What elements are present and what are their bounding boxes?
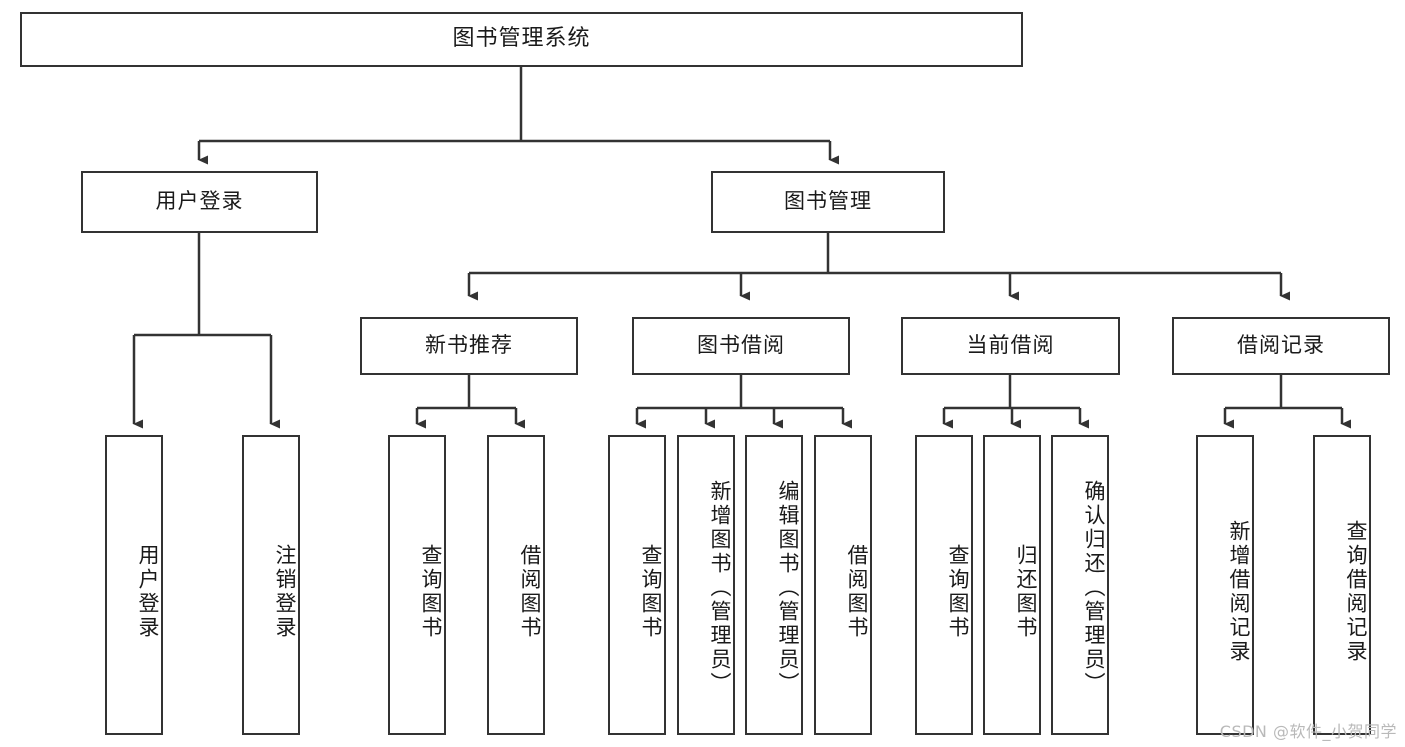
node-leaf-query-book-2-label: 查询图书 bbox=[639, 544, 663, 640]
node-leaf-return-book-label: 归还图书 bbox=[1014, 544, 1038, 640]
node-leaf-user-login-label: 用户登录 bbox=[136, 544, 160, 640]
node-leaf-borrow-book-2-label: 借阅图书 bbox=[845, 544, 869, 640]
node-leaf-query-book-3-label: 查询图书 bbox=[946, 544, 970, 640]
node-leaf-query-book-1-label: 查询图书 bbox=[419, 544, 443, 640]
node-user-login-label: 用户登录 bbox=[155, 189, 244, 214]
node-book-management-label: 图书管理 bbox=[784, 189, 872, 214]
node-leaf-edit-book-label: 编辑图书（管理员） bbox=[776, 480, 800, 696]
node-leaf-query-record[interactable]: 查询借阅记录 bbox=[1313, 435, 1371, 735]
node-leaf-query-book-3[interactable]: 查询图书 bbox=[915, 435, 973, 735]
node-leaf-confirm-return[interactable]: 确认归还（管理员） bbox=[1051, 435, 1109, 735]
node-leaf-return-book[interactable]: 归还图书 bbox=[983, 435, 1041, 735]
node-leaf-add-book-label: 新增图书（管理员） bbox=[708, 480, 732, 696]
node-new-book-recommend-label: 新书推荐 bbox=[425, 333, 513, 358]
csdn-watermark: CSDN @软件_小贺同学 bbox=[1219, 722, 1397, 741]
node-leaf-borrow-book-2[interactable]: 借阅图书 bbox=[814, 435, 872, 735]
node-leaf-edit-book[interactable]: 编辑图书（管理员） bbox=[745, 435, 803, 735]
node-leaf-query-book-1[interactable]: 查询图书 bbox=[388, 435, 446, 735]
node-book-borrow-label: 图书借阅 bbox=[697, 333, 785, 358]
node-root-label: 图书管理系统 bbox=[452, 26, 591, 52]
node-borrow-record[interactable]: 借阅记录 bbox=[1172, 317, 1390, 375]
node-book-management[interactable]: 图书管理 bbox=[711, 171, 945, 233]
node-user-login[interactable]: 用户登录 bbox=[81, 171, 318, 233]
node-leaf-borrow-book-1[interactable]: 借阅图书 bbox=[487, 435, 545, 735]
node-current-borrow[interactable]: 当前借阅 bbox=[901, 317, 1120, 375]
node-leaf-add-book[interactable]: 新增图书（管理员） bbox=[677, 435, 735, 735]
node-leaf-user-login[interactable]: 用户登录 bbox=[105, 435, 163, 735]
node-book-borrow[interactable]: 图书借阅 bbox=[632, 317, 850, 375]
node-root[interactable]: 图书管理系统 bbox=[20, 12, 1023, 67]
node-leaf-borrow-book-1-label: 借阅图书 bbox=[518, 544, 542, 640]
node-leaf-logout[interactable]: 注销登录 bbox=[242, 435, 300, 735]
node-leaf-logout-label: 注销登录 bbox=[273, 544, 297, 640]
node-leaf-add-record[interactable]: 新增借阅记录 bbox=[1196, 435, 1254, 735]
node-new-book-recommend[interactable]: 新书推荐 bbox=[360, 317, 578, 375]
node-leaf-add-record-label: 新增借阅记录 bbox=[1227, 520, 1251, 664]
node-leaf-query-record-label: 查询借阅记录 bbox=[1344, 520, 1368, 664]
node-borrow-record-label: 借阅记录 bbox=[1237, 333, 1325, 358]
node-current-borrow-label: 当前借阅 bbox=[966, 333, 1055, 358]
node-leaf-query-book-2[interactable]: 查询图书 bbox=[608, 435, 666, 735]
node-leaf-confirm-return-label: 确认归还（管理员） bbox=[1082, 480, 1106, 696]
